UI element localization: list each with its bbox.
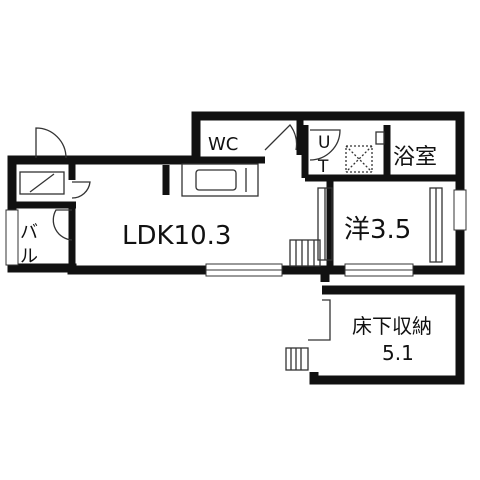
main-outline xyxy=(7,111,465,282)
storage-outline xyxy=(309,285,465,385)
doors xyxy=(35,124,341,241)
interior-walls xyxy=(12,116,460,270)
label-storage-1: 床下収納 xyxy=(352,314,432,338)
label-storage-2: 5.1 xyxy=(382,341,414,365)
shoe-box xyxy=(19,171,65,195)
entry-door xyxy=(35,127,67,159)
label-balcony-1: バ xyxy=(20,222,38,243)
kitchen-counter xyxy=(181,163,259,197)
sink xyxy=(195,169,237,191)
stairs xyxy=(289,239,321,267)
ut-door xyxy=(309,129,341,161)
balcony-door xyxy=(52,209,73,241)
label-ut-u: U xyxy=(318,133,330,153)
label-balcony-2: ル xyxy=(20,246,38,267)
label-wc: WC xyxy=(208,134,238,155)
walls xyxy=(7,111,465,385)
label-bath: 浴室 xyxy=(393,145,437,170)
washer xyxy=(345,145,373,173)
storage-stairs xyxy=(285,347,309,371)
fixtures xyxy=(19,131,443,371)
wc-door xyxy=(264,124,298,151)
windows xyxy=(5,189,467,277)
entry-inner-door xyxy=(71,181,91,199)
label-ldk: LDK10.3 xyxy=(122,221,231,251)
label-western: 洋3.5 xyxy=(344,215,411,245)
label-ut-t: T xyxy=(317,157,329,177)
room-labels: LDK10.3 洋3.5 浴室 WC U T バ ル 床下収納 5.1 xyxy=(20,133,437,365)
